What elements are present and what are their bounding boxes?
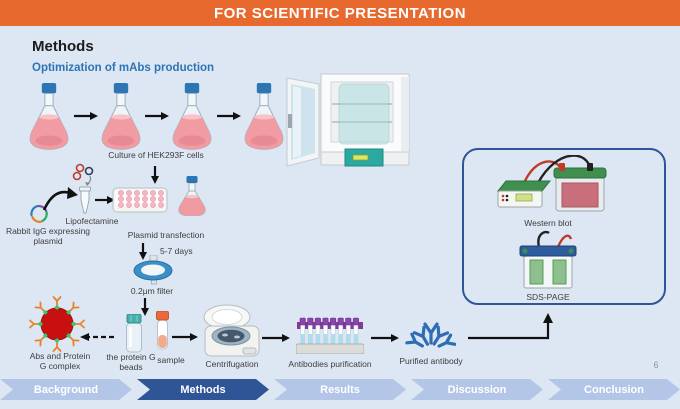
culture-label: Culture of HEK293F cells — [108, 150, 204, 160]
purification-label: Antibodies purification — [288, 359, 372, 369]
protein-g-beads-vial-icon — [126, 314, 142, 353]
complex-label: Abs and Protein G complex — [29, 351, 91, 372]
well-plate-icon — [112, 187, 168, 213]
duration-label: 5-7 days — [160, 246, 193, 256]
incubator-icon — [286, 73, 410, 167]
centrifuge-icon — [203, 304, 260, 357]
flow-arrow-icon — [172, 333, 198, 341]
presentation-header-title: FOR SCIENTIFIC PRESENTATION — [213, 4, 467, 22]
centrifugation-label: Centrifugation — [205, 359, 259, 369]
analysis-panel — [462, 148, 666, 305]
sds-page-icon — [519, 230, 577, 289]
flow-arrow-down-icon — [151, 166, 159, 184]
rabbit-igg-label: Rabbit IgG expressing plasmid — [5, 226, 91, 247]
beads-label: the protein G beads — [106, 352, 156, 373]
flow-arrow-icon — [145, 112, 169, 120]
elbow-arrow-icon — [468, 313, 553, 340]
syringe-filter-icon — [133, 255, 173, 285]
flow-arrow-icon — [95, 196, 115, 204]
purification-tube-rack-icon — [296, 317, 364, 354]
transfection-flask-icon — [178, 176, 206, 216]
purified-antibody-label: Purified antibody — [399, 356, 463, 366]
abs-protein-g-complex-icon — [29, 296, 85, 352]
plasmid-icon — [30, 204, 48, 223]
nav-item-methods[interactable]: Methods — [137, 379, 269, 400]
nav-item-conclusion[interactable]: Conclusion — [548, 379, 680, 400]
flow-arrow-icon — [74, 112, 98, 120]
page-number: 6 — [653, 360, 659, 370]
culture-flask-icon — [29, 83, 69, 150]
flow-arrow-down-icon — [139, 243, 147, 260]
sample-tube-icon — [156, 311, 169, 350]
sds-page-label: SDS-PAGE — [526, 292, 570, 302]
flow-arrow-icon — [262, 334, 290, 342]
culture-flask-icon — [101, 83, 141, 150]
western-blot-icon — [496, 155, 607, 212]
purified-antibody-icon — [405, 322, 456, 348]
nav-item-discussion[interactable]: Discussion — [411, 379, 543, 400]
filter-label: 0.2μm filter — [130, 286, 174, 296]
culture-flask-icon — [172, 83, 212, 150]
transfection-label: Plasmid transfection — [127, 230, 205, 240]
section-subtitle: Optimization of mAbs production — [32, 62, 215, 74]
lipofectamine-label: Lipofectamine — [65, 216, 119, 226]
curved-arrow-icon — [42, 187, 78, 211]
flow-arrow-icon — [217, 112, 241, 120]
page-title: Methods — [32, 38, 94, 55]
flow-arrow-down-icon — [141, 298, 149, 316]
sample-label: sample — [157, 355, 185, 365]
nav-item-background[interactable]: Background — [0, 379, 132, 400]
lipofectamine-tube-icon — [79, 186, 91, 214]
presentation-header: FOR SCIENTIFIC PRESENTATION — [0, 0, 680, 26]
slide-nav: Background Methods Results Discussion Co… — [0, 379, 680, 400]
nav-item-results[interactable]: Results — [274, 379, 406, 400]
dashed-arrow-left-icon — [80, 333, 114, 341]
western-blot-label: Western blot — [524, 218, 572, 228]
culture-flask-icon — [244, 83, 284, 150]
dna-lipid-complex-icon — [72, 163, 94, 186]
flow-arrow-icon — [371, 334, 399, 342]
